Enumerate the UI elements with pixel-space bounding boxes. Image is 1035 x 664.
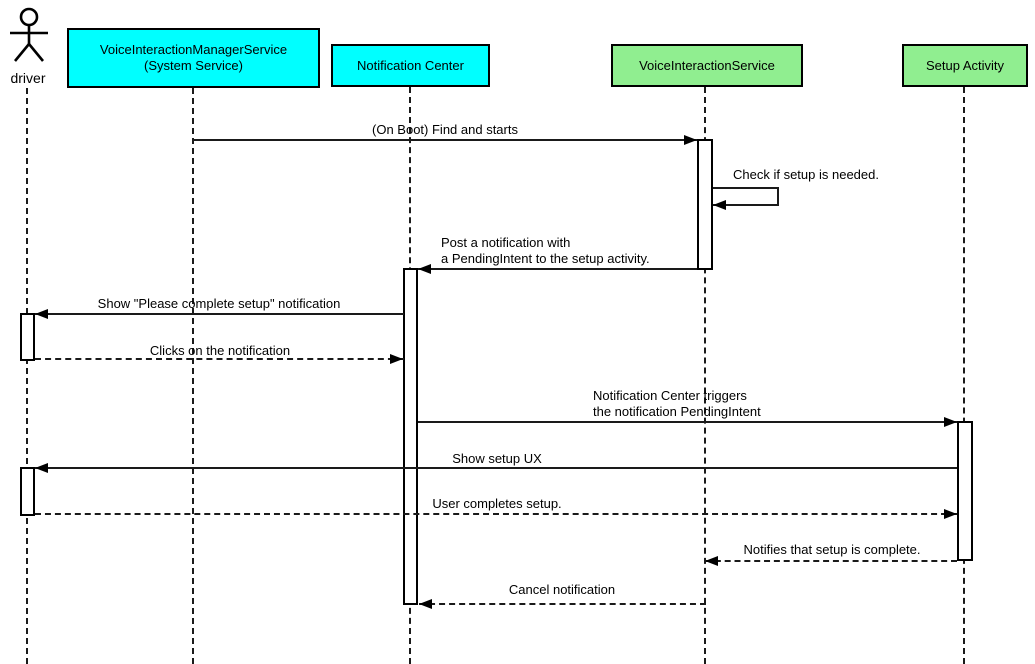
actor-driver: driver <box>4 6 52 86</box>
participant-setup-activity: Setup Activity <box>902 44 1028 87</box>
message-check-setup-label: Check if setup is needed. <box>733 167 879 182</box>
message-show-notification-label: Show "Please complete setup" notificatio… <box>97 296 341 311</box>
message-clicks-notification-line <box>35 358 404 360</box>
arrowhead-right-icon <box>390 354 403 364</box>
message-notifies-complete-label: Notifies that setup is complete. <box>743 542 921 557</box>
message-show-setup-ux-line <box>35 467 957 469</box>
message-check-setup-loop <box>713 187 779 206</box>
lifeline-driver <box>26 88 28 664</box>
participant-vims: VoiceInteractionManagerService (System S… <box>67 28 320 88</box>
message-trigger-intent-label-line1: Notification Center triggers <box>593 388 747 403</box>
message-notifies-complete-line <box>705 560 957 562</box>
arrowhead-left-icon <box>419 599 432 609</box>
participant-notification-center-label: Notification Center <box>357 57 464 73</box>
participant-vims-label-line1: VoiceInteractionManagerService <box>99 42 288 57</box>
activation-notification-center <box>403 268 418 605</box>
message-show-notification-line <box>35 313 404 315</box>
lifeline-vis <box>704 87 706 664</box>
message-trigger-intent-label-line2: the notification PendingIntent <box>593 404 761 419</box>
message-post-notification-label-line1: Post a notification with <box>441 235 571 250</box>
message-post-notification-label-line2: a PendingIntent to the setup activity. <box>441 251 650 266</box>
arrowhead-right-icon <box>684 135 697 145</box>
lifeline-setup-activity <box>963 87 965 664</box>
message-cancel-notification-line <box>419 603 706 605</box>
arrowhead-right-icon <box>944 417 957 427</box>
activation-setup-activity <box>957 421 973 561</box>
arrowhead-left-icon <box>705 556 718 566</box>
arrowhead-left-icon <box>418 264 431 274</box>
message-clicks-notification-label: Clicks on the notification <box>149 343 291 358</box>
message-on-boot-label: (On Boot) Find and starts <box>372 122 518 137</box>
participant-notification-center: Notification Center <box>331 44 490 87</box>
message-user-completes-line <box>35 513 957 515</box>
participant-setup-activity-label: Setup Activity <box>925 57 1005 73</box>
arrowhead-right-icon <box>944 509 957 519</box>
participant-vis-label: VoiceInteractionService <box>639 57 775 73</box>
participant-vims-label-line2: (System Service) <box>144 58 243 73</box>
actor-label: driver <box>10 70 46 86</box>
actor-icon <box>10 7 48 62</box>
message-post-notification-line <box>418 268 697 270</box>
activation-driver-2 <box>20 467 35 516</box>
message-on-boot-line <box>193 139 697 141</box>
participant-vis: VoiceInteractionService <box>611 44 803 87</box>
lifeline-vims <box>192 88 194 664</box>
arrowhead-left-icon <box>35 309 48 319</box>
arrowhead-left-icon <box>35 463 48 473</box>
message-show-setup-ux-label: Show setup UX <box>452 451 542 466</box>
message-trigger-intent-line <box>418 421 957 423</box>
arrowhead-left-icon <box>713 200 726 210</box>
message-cancel-notification-label: Cancel notification <box>508 582 616 597</box>
message-user-completes-label: User completes setup. <box>432 496 562 511</box>
activation-driver-1 <box>20 313 35 361</box>
activation-vis <box>697 139 713 270</box>
